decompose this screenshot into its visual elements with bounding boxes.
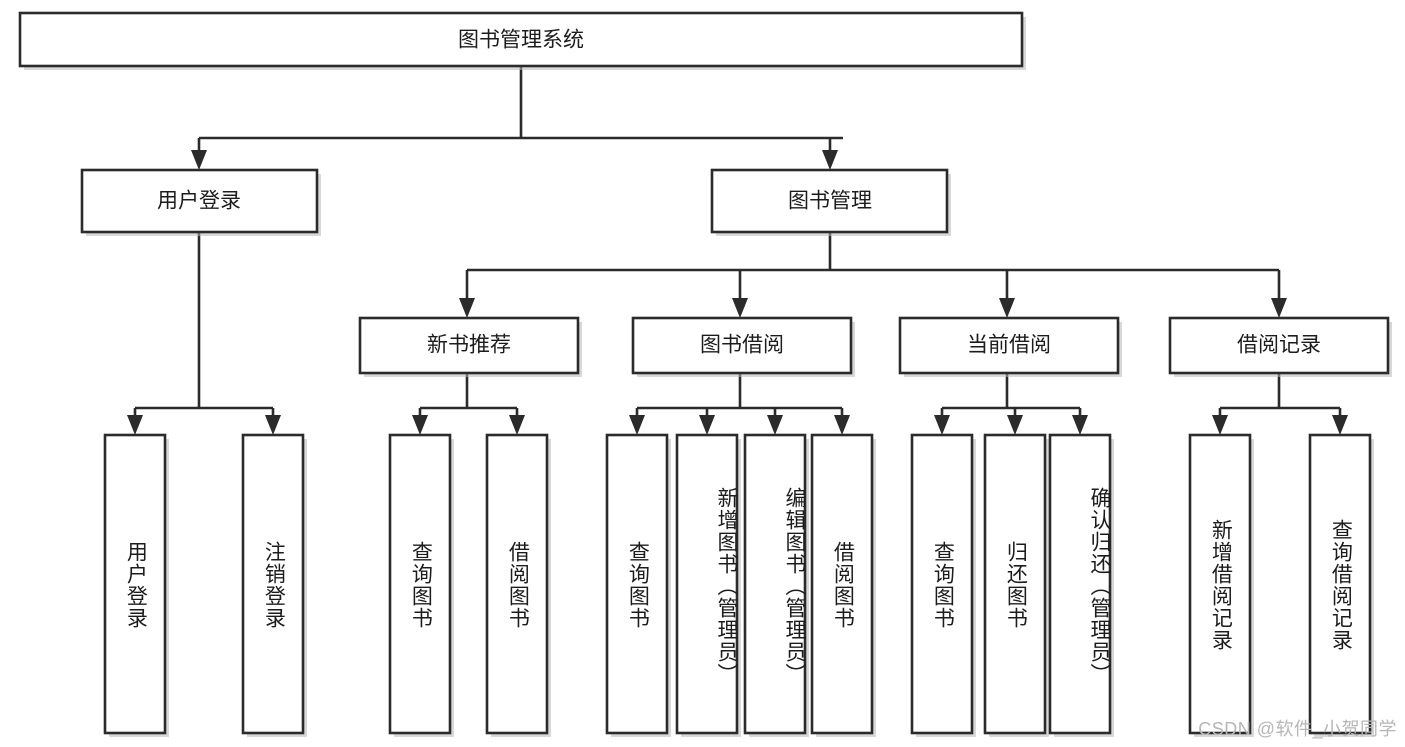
node-root-label: 图书管理系统 [458, 29, 584, 52]
node-borrow-record-label: 借阅记录 [1237, 334, 1321, 357]
csdn-watermark: CSDN @软件_小贺同学 [1198, 719, 1397, 739]
connector-newbook-to-leaves [412, 373, 525, 435]
connector-userlogin-to-leaves [127, 232, 281, 435]
leaf-node-cb-confirm-return[interactable] [1048, 433, 1114, 737]
node-book-borrow-label: 图书借阅 [700, 334, 784, 357]
leaf-node-bb-borrow-book[interactable] [810, 433, 876, 737]
leaf-node-bb-add-book[interactable] [675, 433, 741, 737]
leaf-node-user-login-do[interactable] [103, 433, 169, 737]
node-new-book-recommend-label: 新书推荐 [427, 334, 511, 357]
leaf-node-br-add-record[interactable] [1188, 433, 1254, 737]
node-book-borrow[interactable]: 图书借阅 [631, 316, 855, 377]
node-borrow-record[interactable]: 借阅记录 [1168, 316, 1392, 377]
leaf-node-nb-query-book[interactable] [388, 433, 454, 737]
node-user-login-label: 用户登录 [157, 190, 241, 213]
node-user-login[interactable]: 用户登录 [80, 168, 321, 236]
leaf-node-cb-return-book[interactable] [983, 433, 1049, 737]
leaf-node-bb-edit-book[interactable] [743, 433, 809, 737]
leaf-node-bb-query-book[interactable] [605, 433, 671, 737]
leaf-node-nb-borrow-book[interactable] [485, 433, 551, 737]
connector-bookborrow-to-leaves [629, 373, 850, 435]
node-root[interactable]: 图书管理系统 [18, 11, 1026, 70]
leaf-node-br-query-record[interactable] [1308, 433, 1374, 737]
node-current-borrow[interactable]: 当前借阅 [898, 316, 1122, 377]
node-book-manage-label: 图书管理 [788, 190, 872, 213]
connector-bookmanage-to-level3 [459, 232, 1287, 318]
node-new-book-recommend[interactable]: 新书推荐 [358, 316, 582, 377]
leaf-node-user-logout[interactable] [241, 433, 307, 737]
connector-currentborrow-to-leaves [934, 373, 1088, 435]
connector-borrowrecord-to-leaves [1212, 373, 1348, 435]
node-book-manage[interactable]: 图书管理 [710, 168, 951, 236]
leaf-node-cb-query-book[interactable] [910, 433, 976, 737]
connector-root-to-level2 [191, 66, 843, 170]
node-current-borrow-label: 当前借阅 [967, 334, 1051, 357]
